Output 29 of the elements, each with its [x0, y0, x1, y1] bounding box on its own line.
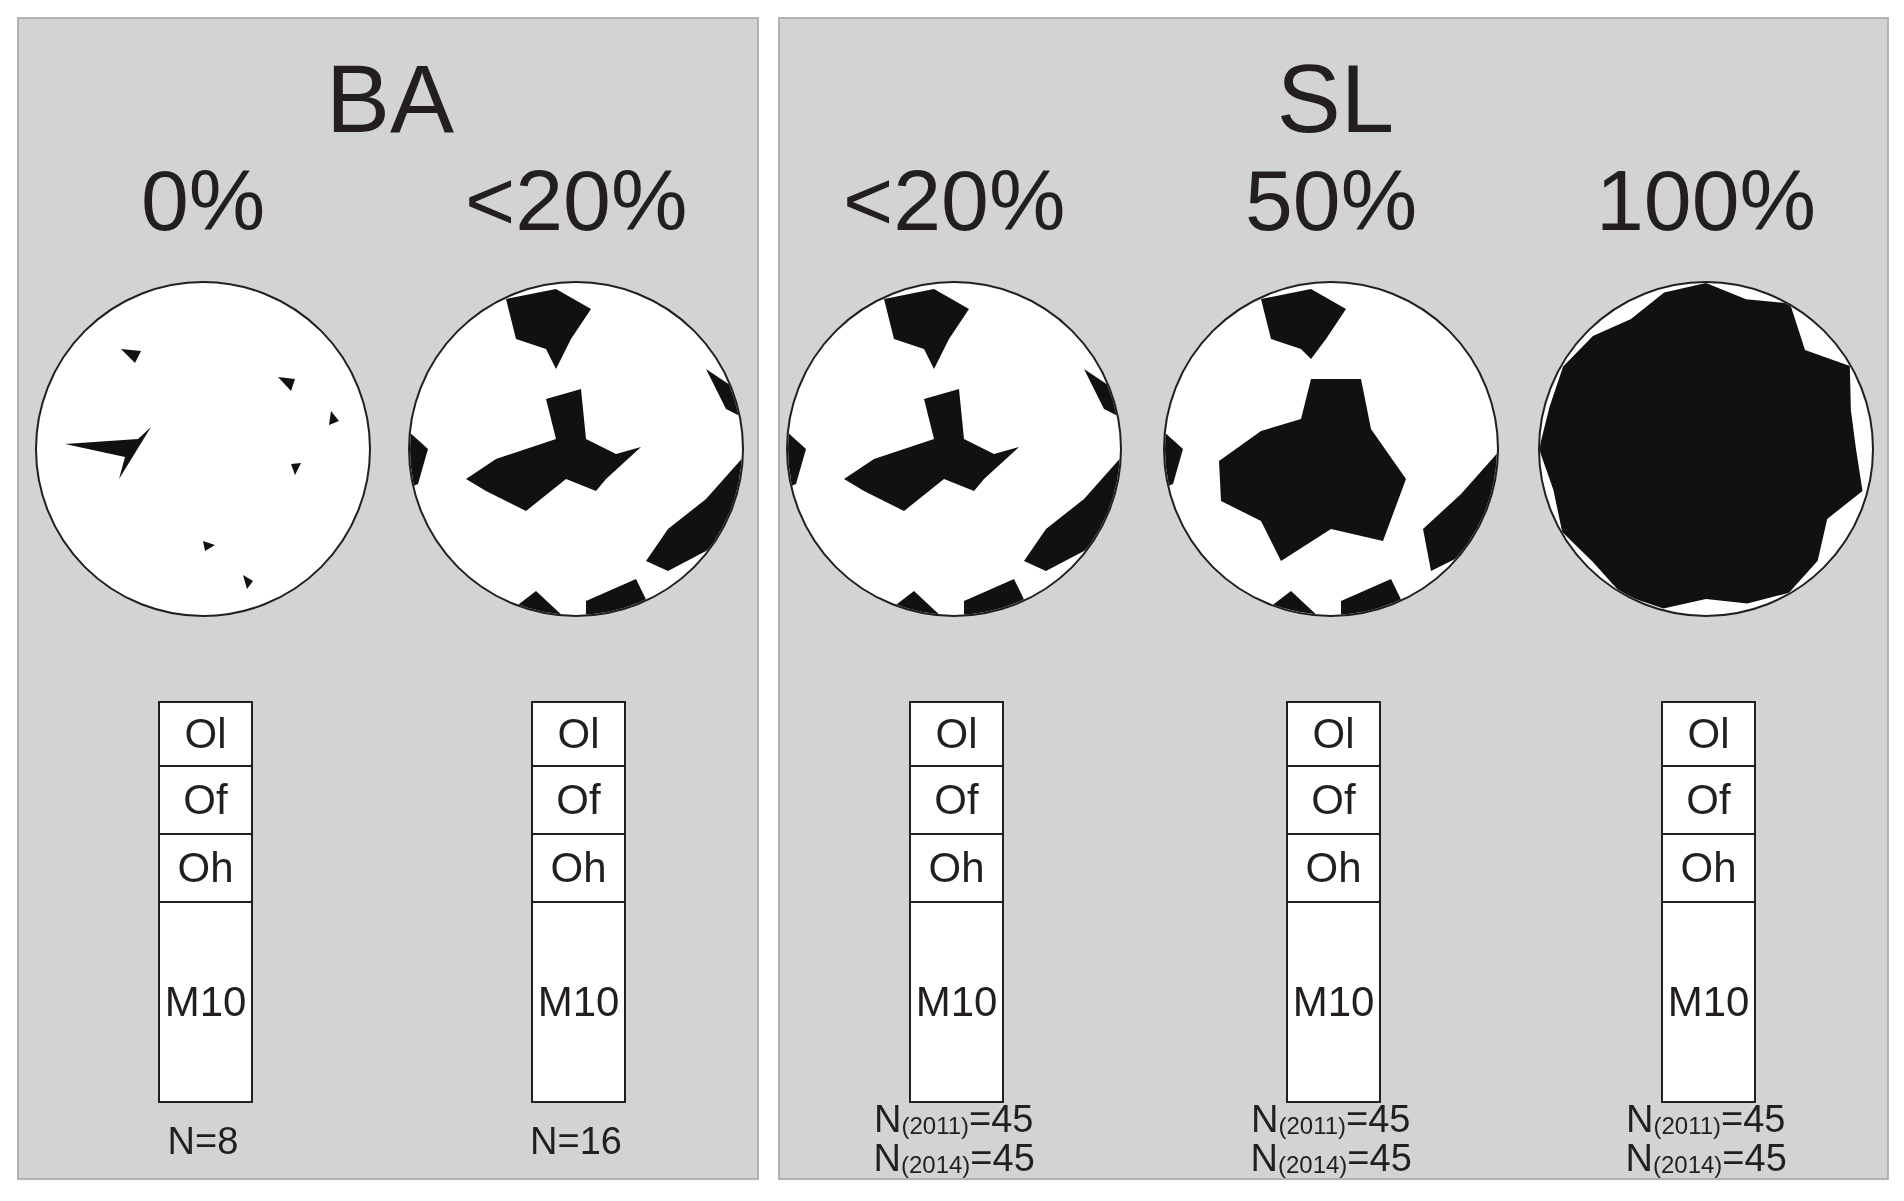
cover-percentage-label: 0%	[141, 155, 266, 245]
soil-horizon-cell: M10	[1286, 901, 1381, 1103]
soil-horizon-cell: M10	[158, 901, 253, 1103]
soil-horizon-cell: Of	[531, 765, 626, 835]
soil-horizon-cell: Ol	[531, 701, 626, 767]
panel-title: SL	[1275, 49, 1396, 149]
soil-horizon-cell: M10	[909, 901, 1004, 1103]
soil-horizon-cell: Ol	[1286, 701, 1381, 767]
cover-percentage-label: 100%	[1596, 155, 1816, 245]
soil-horizon-cell: Oh	[1286, 833, 1381, 903]
soil-horizon-cell: Ol	[1661, 701, 1756, 767]
soil-horizon-cell: M10	[531, 901, 626, 1103]
soil-horizon-cell: Oh	[158, 833, 253, 903]
soil-horizon-cell: Oh	[531, 833, 626, 903]
sample-size-label: N=16	[530, 1121, 622, 1161]
soil-horizon-cell: M10	[1661, 901, 1756, 1103]
soil-horizon-cell: Of	[1286, 765, 1381, 835]
cover-percentage-label: <20%	[465, 155, 688, 245]
panel-title: BA	[324, 49, 456, 149]
soil-horizon-cell: Oh	[1661, 833, 1756, 903]
soil-horizon-cell: Oh	[909, 833, 1004, 903]
cover-percentage-label: <20%	[843, 155, 1066, 245]
soil-horizon-cell: Ol	[158, 701, 253, 767]
soil-horizon-cell: Of	[1661, 765, 1756, 835]
soil-horizon-cell: Ol	[909, 701, 1004, 767]
soil-horizon-cell: Of	[909, 765, 1004, 835]
sample-size-label: N=8	[167, 1121, 239, 1161]
cover-percentage-label: 50%	[1245, 155, 1418, 245]
soil-horizon-cell: Of	[158, 765, 253, 835]
